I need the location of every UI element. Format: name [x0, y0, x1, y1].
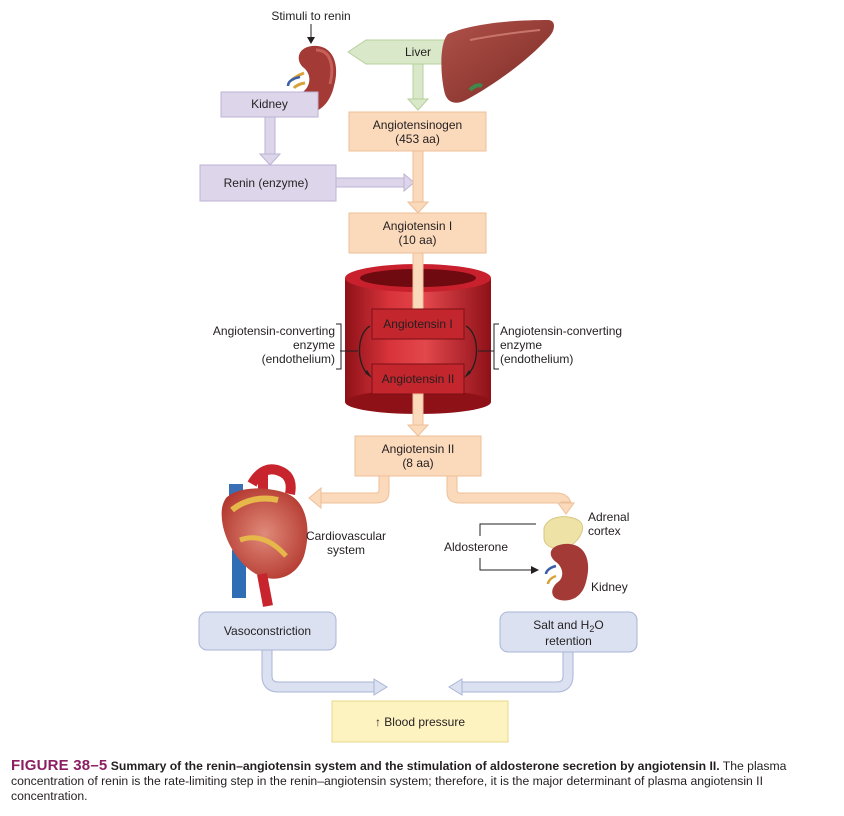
raas-diagram: Stimuli to renin Kidney Renin (enzyme) L…	[198, 9, 638, 743]
adrenal-label-line2: cortex	[588, 524, 621, 538]
ang2-to-cardio-arrow	[308, 475, 390, 510]
ace-right-bracket	[493, 323, 499, 370]
vessel-ang2-label: Angiotensin II	[382, 372, 455, 386]
stimuli-arrow	[307, 24, 315, 44]
adrenal-label-line1: Adrenal	[588, 510, 629, 524]
aldosterone-bracket	[479, 523, 539, 574]
kidney-right-label: Kidney	[591, 580, 628, 594]
ace-left-line3: (endothelium)	[262, 352, 335, 366]
figure-body: The plasma concentration of renin is the…	[11, 759, 787, 803]
vessel-ang1-box	[371, 308, 465, 340]
angiotensinogen-aa: (453 aa)	[395, 132, 440, 146]
salt-label-o: O	[594, 618, 603, 632]
liver-icon	[441, 20, 554, 103]
ace-conversion-arrows	[340, 325, 494, 378]
ang1-to-vessel-connector	[412, 252, 424, 310]
vessel-to-ang2-arrow	[406, 393, 430, 437]
kidney-box	[220, 91, 319, 118]
angiotensinogen-box	[348, 111, 487, 152]
cardio-label-line1: Cardiovascular	[306, 529, 386, 543]
figure-caption: FIGURE 38–5 Summary of the renin–angiote…	[11, 758, 835, 804]
salt-label-line1: Salt and H2O	[533, 618, 603, 634]
ang2-box	[354, 435, 482, 477]
ace-left-bracket	[336, 323, 342, 370]
ace-right-line3: (endothelium)	[500, 352, 573, 366]
salt-label-subscript: 2	[589, 624, 594, 634]
blood-pressure-label: ↑ Blood pressure	[375, 715, 465, 729]
renin-to-path-arrow	[335, 172, 415, 193]
ang2-to-adrenal-arrow	[446, 475, 575, 515]
ang1-box	[348, 212, 487, 254]
stimuli-label: Stimuli to renin	[271, 9, 350, 23]
angiotensinogen-label: Angiotensinogen	[373, 118, 462, 132]
heart-icon	[221, 464, 308, 607]
ang1-aa: (10 aa)	[398, 233, 436, 247]
ang2-label: Angiotensin II	[382, 442, 455, 456]
ace-right-line2: enzyme	[500, 338, 542, 352]
ace-left-line2: enzyme	[293, 338, 335, 352]
vaso-to-bp-arrow	[261, 649, 388, 696]
salt-label-text: Salt and H	[533, 618, 589, 632]
ang2-aa: (8 aa)	[402, 456, 433, 470]
vessel-ang2-box	[371, 363, 465, 395]
renin-label: Renin (enzyme)	[224, 176, 309, 190]
salt-to-bp-arrow	[448, 651, 574, 696]
liver-arrow	[347, 39, 453, 111]
vasoconstriction-label: Vasoconstriction	[224, 624, 311, 638]
cardio-label-line2: system	[327, 543, 365, 557]
vessel-ang1-label: Angiotensin I	[383, 317, 452, 331]
kidney-box-label: Kidney	[251, 97, 288, 111]
figure-title: Summary of the renin–angiotensin system …	[110, 759, 720, 773]
liver-label: Liver	[405, 45, 431, 59]
blood-pressure-box	[331, 700, 509, 743]
ace-left-line1: Angiotensin-converting	[213, 324, 335, 338]
aldosterone-label: Aldosterone	[444, 540, 508, 554]
ang1-label: Angiotensin I	[383, 219, 452, 233]
kidney-to-renin-arrow	[258, 116, 282, 166]
renin-box	[199, 164, 337, 202]
adrenal-kidney-icon	[543, 516, 589, 601]
angiotensinogen-to-ang1-arrow	[406, 150, 430, 214]
figure-number: FIGURE 38–5	[11, 757, 108, 774]
salt-label-line2: retention	[545, 634, 592, 648]
ace-right-line1: Angiotensin-converting	[500, 324, 622, 338]
